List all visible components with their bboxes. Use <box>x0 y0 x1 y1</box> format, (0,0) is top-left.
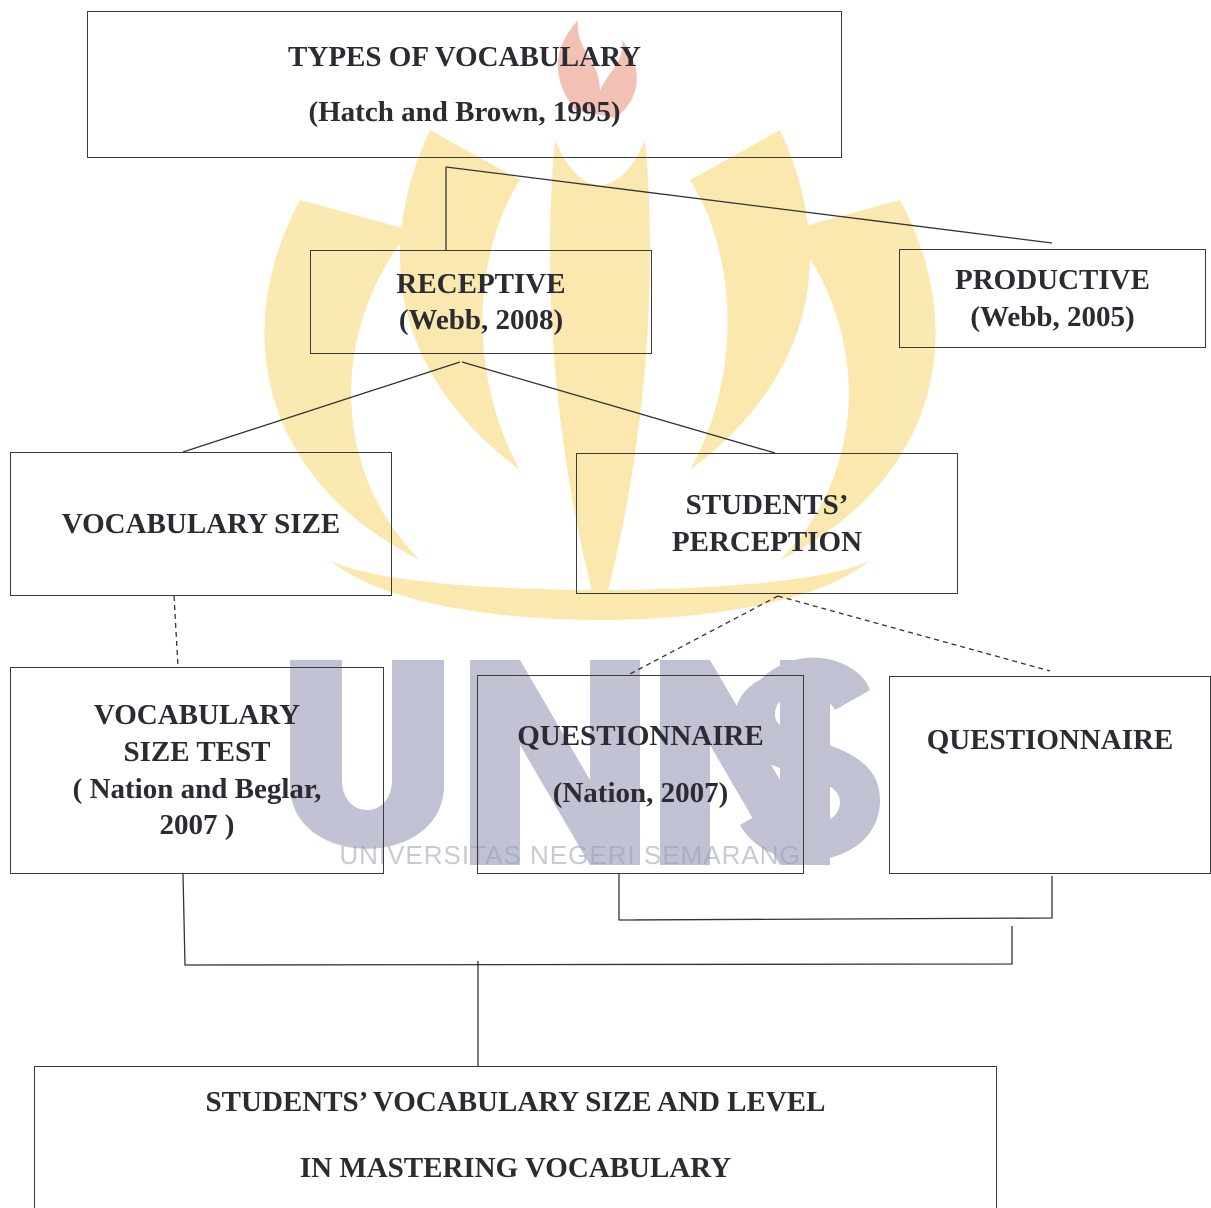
productive-source: (Webb, 2005) <box>970 300 1135 333</box>
receptive-source: (Webb, 2008) <box>398 304 564 336</box>
questionnaire-title: QUESTIONNAIRE <box>926 724 1174 756</box>
logo-letter-n1 <box>470 660 640 865</box>
questionnaire-nation-box: QUESTIONNAIRE (Nation, 2007) <box>477 675 804 874</box>
types-of-vocabulary-title: TYPES OF VOCABULARY <box>288 40 641 73</box>
connector-receptive-perception <box>461 361 776 454</box>
connector-questionnaires-join <box>618 874 1053 921</box>
flame-icon <box>557 20 637 118</box>
connector-perception-quest2 <box>777 595 1051 672</box>
vocabulary-size-title: VOCABULARY SIZE <box>61 507 341 540</box>
logo-letter-s <box>735 657 880 861</box>
questionnaire-box: QUESTIONNAIRE <box>889 676 1211 874</box>
emblem-petal-inner-left <box>400 130 520 470</box>
productive-title: PRODUCTIVE <box>955 264 1150 297</box>
emblem-petal-right <box>780 200 936 560</box>
emblem-base <box>330 560 870 620</box>
emblem-stem <box>550 140 650 620</box>
questionnaire-nation-title: QUESTIONNAIRE <box>517 719 764 752</box>
logo-letter-u <box>290 660 444 849</box>
types-of-vocabulary-source: (Hatch and Brown, 1995) <box>308 95 621 128</box>
students-perception-box: STUDENTS’ PERCEPTION <box>576 453 958 594</box>
emblem-petal-inner-right <box>690 130 810 470</box>
emblem-petal-left <box>264 200 420 560</box>
connector-perception-quest1 <box>627 595 779 676</box>
receptive-title: RECEPTIVE <box>396 267 566 300</box>
connector-vocabsize-vst <box>173 595 179 667</box>
students-perception-line1: STUDENTS’ <box>685 489 849 522</box>
logo-letter-n2 <box>660 660 830 865</box>
vocabulary-size-test-box: VOCABULARY SIZE TEST ( Nation and Beglar… <box>10 667 384 874</box>
result-line2: IN MASTERING VOCABULARY <box>299 1152 732 1185</box>
vocabulary-size-test-line2: SIZE TEST <box>123 735 271 768</box>
vocabulary-size-box: VOCABULARY SIZE <box>10 452 392 596</box>
connector-receptive-vocabsize <box>182 361 461 453</box>
connector-instruments-join <box>182 873 1013 966</box>
productive-box: PRODUCTIVE (Webb, 2005) <box>899 249 1206 348</box>
connector-types-productive <box>445 166 1053 244</box>
result-line1: STUDENTS’ VOCABULARY SIZE AND LEVEL <box>205 1086 826 1118</box>
result-box: STUDENTS’ VOCABULARY SIZE AND LEVEL IN M… <box>34 1066 997 1208</box>
receptive-box: RECEPTIVE (Webb, 2008) <box>310 250 652 354</box>
questionnaire-nation-source: (Nation, 2007) <box>552 777 729 810</box>
vocabulary-size-test-line3: ( Nation and Beglar, <box>72 772 322 805</box>
students-perception-line2: PERCEPTION <box>671 525 863 558</box>
vocabulary-size-test-line4: 2007 ) <box>159 809 235 842</box>
types-of-vocabulary-box: TYPES OF VOCABULARY (Hatch and Brown, 19… <box>87 11 842 158</box>
vocabulary-size-test-line1: VOCABULARY <box>93 698 301 731</box>
watermark-subtitle: UNIVERSITAS NEGERI SEMARANG <box>339 840 801 870</box>
